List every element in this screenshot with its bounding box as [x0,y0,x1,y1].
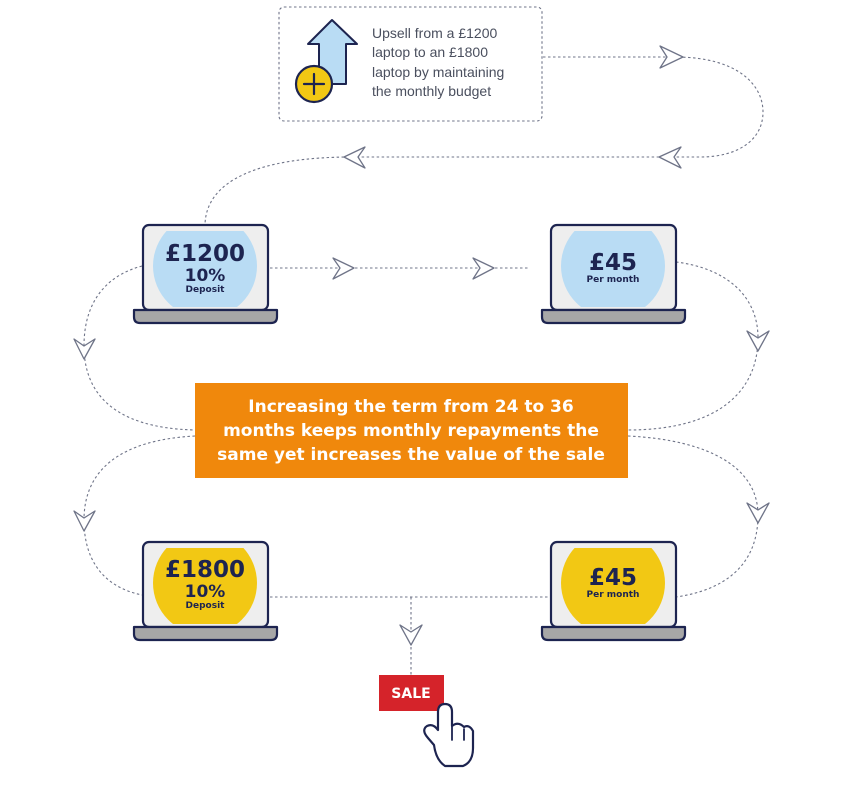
laptop-amount: £45 [589,250,637,276]
arrow-down-icon [73,510,96,532]
price-circle [561,548,665,624]
arrow-down-icon [746,330,770,352]
laptop-caption: Per month [587,275,640,285]
laptop-1200-deposit: £1200 10% Deposit [132,223,279,325]
laptop-caption: Deposit [186,285,226,295]
laptop-amount: £1800 [165,557,245,583]
arrow-down-icon [746,502,770,524]
laptop-monthly-45-yellow: £45 Per month [540,540,687,642]
arrow-right-icon [659,45,684,69]
laptop-percent: 10% [185,266,226,286]
term-banner: Increasing the term from 24 to 36 months… [195,383,628,478]
banner-line: same yet increases the value of the sale [217,445,605,465]
sale-button[interactable]: SALE [379,675,444,711]
note-line: laptop to an £1800 [372,44,488,60]
sale-label: SALE [391,686,430,702]
laptop-caption: Deposit [186,601,226,611]
banner-line: months keeps monthly repayments the [223,421,599,441]
arrow-left-icon [658,146,682,169]
arrow-down-icon [399,624,423,646]
arrow-down-icon [73,338,96,360]
upsell-note: Upsell from a £1200 laptop to an £1800 l… [278,6,543,122]
laptop-monthly-45-blue: £45 Per month [540,223,687,325]
laptop-caption: Per month [587,590,640,600]
price-circle [153,548,257,624]
note-line: Upsell from a £1200 [372,25,498,41]
laptop-amount: £1200 [165,241,245,267]
plus-circle-icon [294,64,334,104]
laptop-percent: 10% [185,582,226,602]
laptop-amount: £45 [589,565,637,591]
price-circle [153,231,257,307]
flow-arrowheads [73,45,770,646]
arrow-right-icon [332,257,355,280]
note-line: the monthly budget [372,83,491,99]
hand-pointer-icon [423,702,475,768]
laptop-1800-deposit: £1800 10% Deposit [132,540,279,642]
arrow-left-icon [343,146,366,169]
banner-line: Increasing the term from 24 to 36 [248,397,573,417]
note-line: laptop by maintaining [372,64,504,80]
arrow-right-icon [472,257,495,280]
price-circle [561,231,665,307]
